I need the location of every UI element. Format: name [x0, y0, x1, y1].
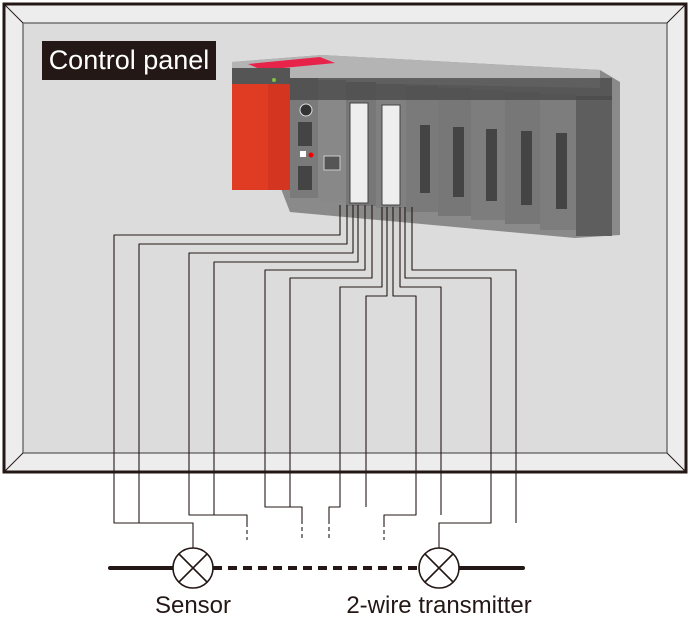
terminal-block-1	[349, 102, 369, 204]
terminal-block-2	[381, 104, 401, 206]
control-panel-label: Control panel	[42, 41, 216, 80]
signal-wires	[113, 205, 517, 548]
sensor-cross-circle-icon	[172, 547, 214, 589]
sensor-label: Sensor	[154, 592, 232, 619]
plc-unit	[232, 55, 620, 238]
transmitter-cross-circle-icon	[418, 547, 460, 589]
io-modules	[290, 78, 612, 236]
transmitter-label: 2-wire transmitter	[346, 592, 532, 619]
